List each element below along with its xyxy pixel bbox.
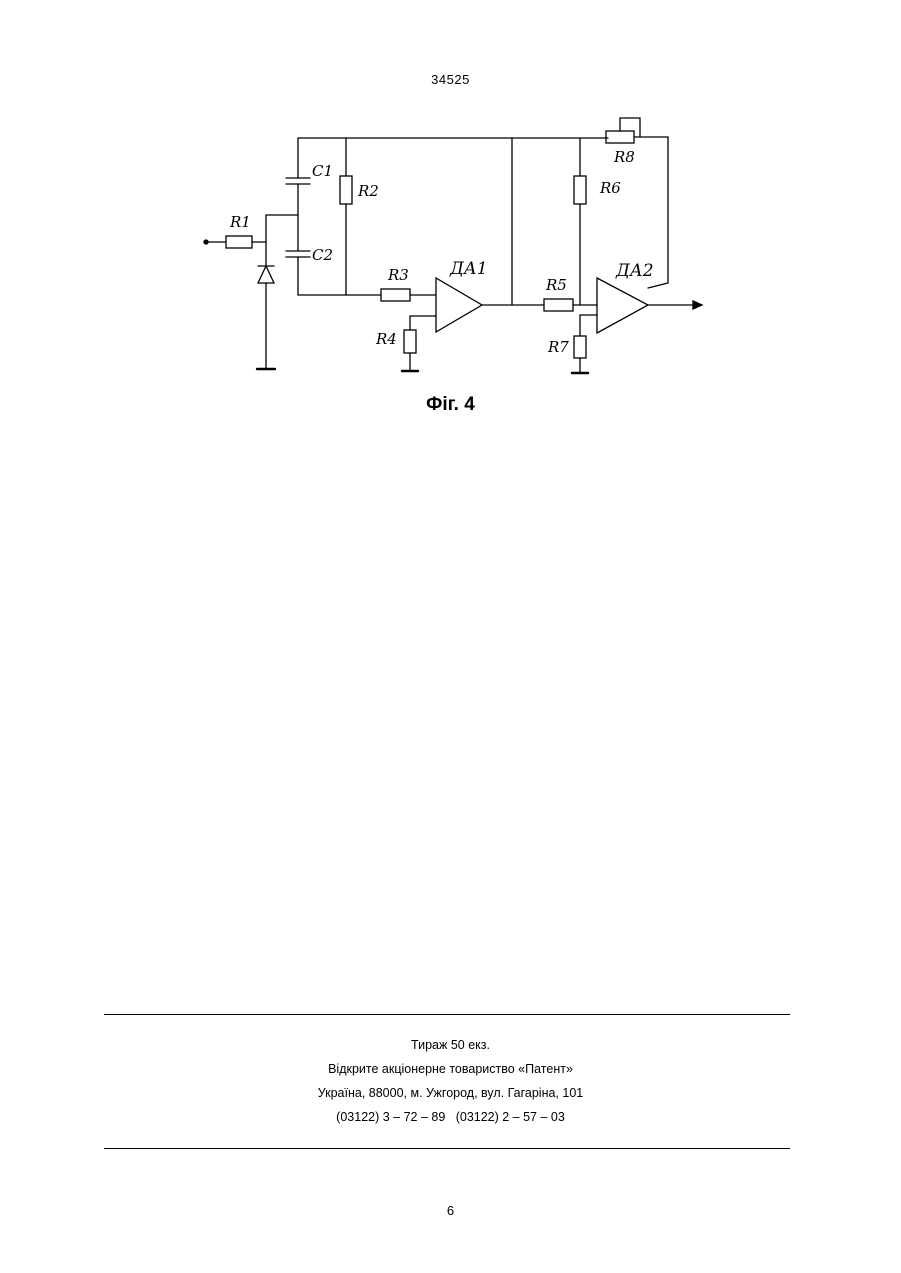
label-r4: R4 [375, 330, 397, 348]
label-r1: R1 [229, 213, 251, 231]
label-r6: R6 [599, 179, 621, 197]
circuit-diagram: C1 R2 R1 C2 R3 ДА1 R4 R5 R6 R7 R8 ДА2 [188, 108, 718, 393]
divider-top [104, 1014, 790, 1015]
figure-caption: Фіг. 4 [0, 394, 901, 416]
imprint-block: Тираж 50 екз. Відкрите акціонерне товари… [0, 1033, 901, 1129]
imprint-publisher: Відкрите акціонерне товариство «Патент» [0, 1057, 901, 1081]
label-c1: C1 [312, 162, 333, 180]
label-r2: R2 [357, 182, 379, 200]
label-r3: R3 [387, 266, 409, 284]
document-number: 34525 [0, 72, 901, 87]
label-r5: R5 [545, 276, 567, 294]
page-number: 6 [0, 1203, 901, 1218]
label-r8: R8 [613, 148, 635, 166]
divider-bottom [104, 1148, 790, 1149]
label-c2: C2 [312, 246, 333, 264]
imprint-phones: (03122) 3 – 72 – 89 (03122) 2 – 57 – 03 [0, 1105, 901, 1129]
label-r7: R7 [547, 338, 569, 356]
circuit-schematic: C1 R2 R1 C2 R3 ДА1 R4 R5 R6 R7 R8 ДА2 [188, 108, 718, 393]
label-da2: ДА2 [615, 261, 654, 281]
imprint-address: Україна, 88000, м. Ужгород, вул. Гагарін… [0, 1081, 901, 1105]
label-da1: ДА1 [449, 259, 488, 279]
imprint-circulation: Тираж 50 екз. [0, 1033, 901, 1057]
